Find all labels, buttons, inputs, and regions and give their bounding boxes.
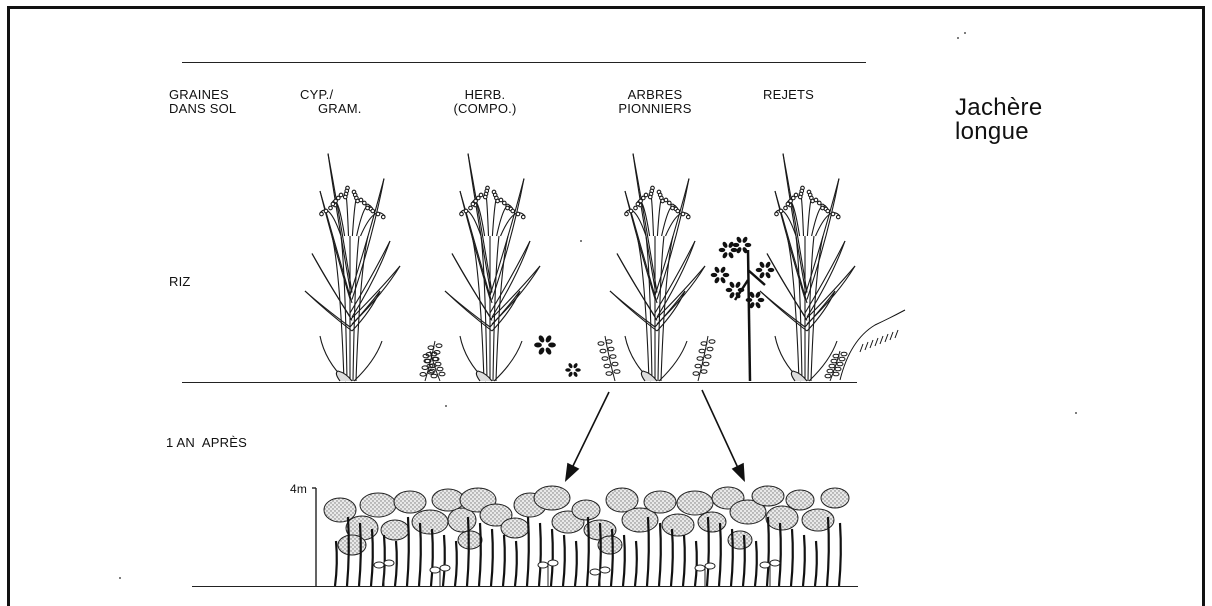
sapling-stem: [767, 517, 769, 586]
canopy-leaf: [394, 491, 426, 513]
sapling-stem: [779, 523, 781, 586]
canopy-leaf: [534, 486, 570, 510]
canopy-leaf: [698, 512, 726, 532]
shrub-flower: [726, 281, 745, 299]
pioneer-tree-canopy: [324, 486, 849, 586]
canopy-leaf: [644, 491, 676, 513]
canopy-leaf: [324, 498, 356, 522]
canopy-leaf: [662, 514, 694, 536]
canopy-leaf: [501, 518, 529, 538]
sapling-stem: [431, 529, 433, 586]
seedling: [760, 560, 780, 586]
sapling-stem: [815, 541, 817, 586]
sapling-stem: [443, 535, 445, 586]
arrow-left: [566, 392, 609, 480]
canopy-leaf: [786, 490, 814, 510]
rice-plant: [610, 154, 705, 382]
seedling: [695, 563, 715, 586]
sapling-stem: [755, 541, 757, 586]
sapling-stem: [419, 523, 421, 586]
sapling-stem: [503, 535, 505, 586]
weed: [598, 336, 620, 381]
rice-plant: [445, 154, 540, 382]
weed: [825, 351, 847, 381]
sapling-stem: [563, 535, 565, 586]
canopy-leaf: [412, 510, 448, 534]
shrub-flower: [711, 266, 730, 284]
sapling-stem: [515, 541, 517, 586]
arrow-right: [702, 390, 744, 480]
scale-bar: [312, 488, 316, 586]
weed: [693, 336, 715, 381]
canopy-leaf: [677, 491, 713, 515]
trailing-vine: [840, 310, 905, 380]
sapling-stem: [839, 523, 841, 586]
herb-flower: [565, 362, 581, 377]
seedling: [374, 560, 394, 586]
canopy-leaf: [572, 500, 600, 520]
sapling-stem: [635, 541, 637, 586]
sapling-stem: [719, 523, 721, 586]
seedling: [590, 567, 610, 586]
sapling-stem: [791, 529, 793, 586]
sapling-stem: [479, 523, 481, 586]
shrub-flower: [756, 261, 775, 279]
sapling-stem: [683, 535, 685, 586]
rice-plant: [760, 154, 855, 382]
canopy-leaf: [821, 488, 849, 508]
sapling-stem: [695, 541, 697, 586]
sapling-stem: [551, 529, 553, 586]
sapling-stem: [539, 523, 541, 586]
sapling-stem: [335, 541, 337, 586]
canopy-leaf: [458, 531, 482, 549]
canopy-leaf: [766, 506, 798, 530]
canopy-leaf: [752, 486, 784, 506]
sapling-stem: [671, 529, 673, 586]
canopy-leaf: [360, 493, 396, 517]
sapling-stem: [575, 541, 577, 586]
sapling-stem: [803, 535, 805, 586]
canopy-leaf: [432, 489, 464, 511]
sapling-stem: [395, 541, 397, 586]
rice-plant: [305, 154, 400, 382]
rice-plants: [305, 154, 855, 382]
sapling-stem: [659, 523, 661, 586]
sapling-stem: [455, 541, 457, 586]
sapling-stem: [623, 535, 625, 586]
sapling-stem: [491, 529, 493, 586]
herb-flower: [534, 334, 556, 355]
